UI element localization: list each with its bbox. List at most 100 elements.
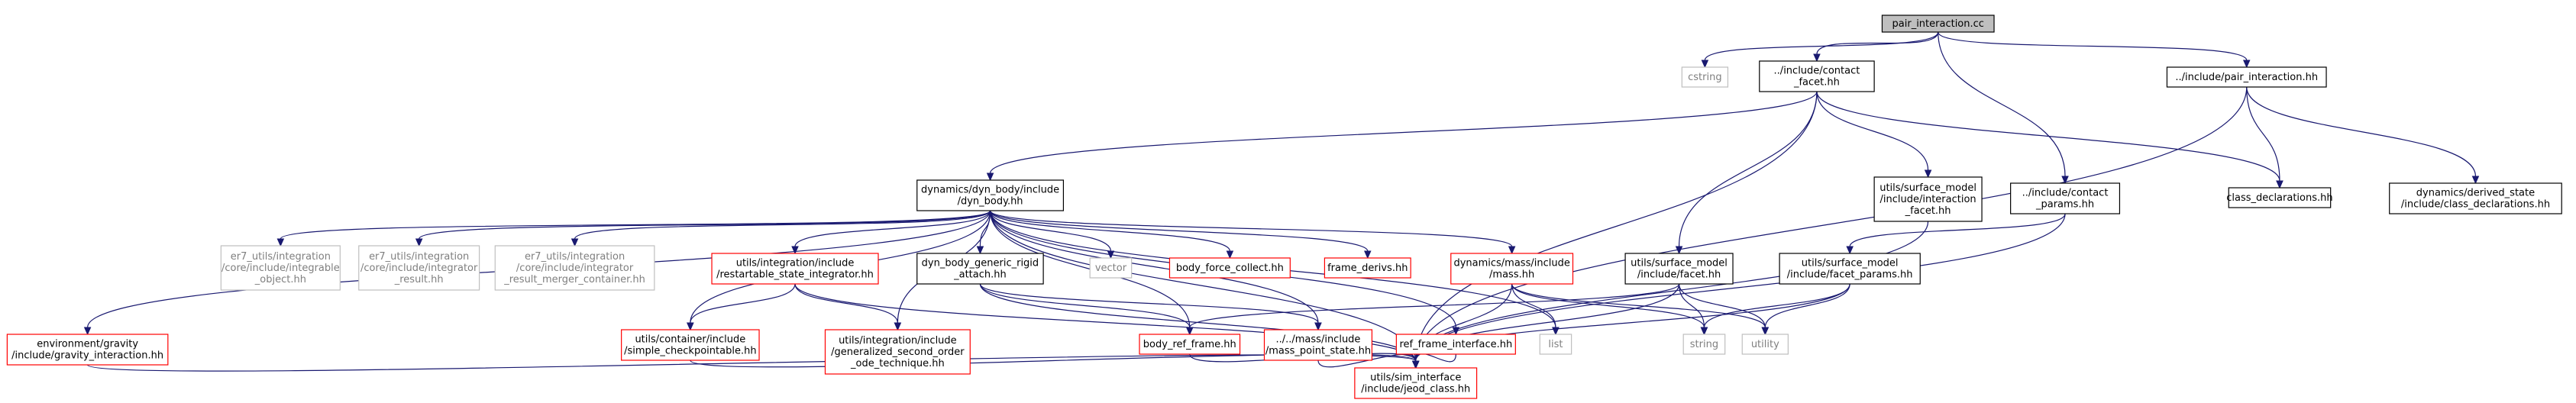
node-mass-point[interactable]: ../../mass/include/mass_point_state.hh xyxy=(1263,329,1373,361)
node-box xyxy=(1681,66,1729,88)
node-box xyxy=(916,179,1065,211)
edge-dyn_body-to-integrator_merger xyxy=(570,210,991,247)
node-frame-derivs[interactable]: frame_derivs.hh xyxy=(1324,257,1411,279)
node-box xyxy=(2166,66,2327,88)
node-facet-params[interactable]: utils/surface_model/include/facet_params… xyxy=(1779,253,1921,285)
edge-pair_interaction_cc-to-cstring xyxy=(1701,31,1939,69)
node-label-line: cstring xyxy=(1688,72,1721,83)
node-label-line: /simple_checkpointable.hh xyxy=(624,346,756,357)
node-label-line: frame_derivs.hh xyxy=(1327,263,1408,274)
edge-restartable-to-second_order xyxy=(794,283,902,331)
node-label-line: er7_utils/integration xyxy=(231,251,331,263)
node-label-line: /include/facet.hh xyxy=(1637,269,1721,281)
node-pair-interaction-cc[interactable]: pair_interaction.cc xyxy=(1881,15,1995,33)
node-label-line: ref_frame_interface.hh xyxy=(1399,339,1512,350)
node-box xyxy=(1682,334,1726,355)
edge-mass_hh-to-jeod_class xyxy=(1411,283,1513,369)
node-label-line: utils/integration/include xyxy=(736,258,855,269)
node-jeod-class[interactable]: utils/sim_interface/include/jeod_class.h… xyxy=(1354,367,1478,399)
node-integrator-result: er7_utils/integration/core/include/integ… xyxy=(358,245,480,291)
edge-pair_interaction_hh-to-derived_state xyxy=(2246,86,2480,185)
node-label-line: /include/interaction xyxy=(1879,194,1976,205)
node-label-line: dynamics/dyn_body/include xyxy=(921,185,1059,196)
node-box xyxy=(621,329,760,361)
node-label-line: body_ref_frame.hh xyxy=(1143,339,1236,350)
node-label-line: _object.hh xyxy=(254,274,306,285)
node-label-line: _facet.hh xyxy=(1905,205,1951,217)
node-label-line: ../../mass/include xyxy=(1275,334,1360,346)
edge-facet_hh-to-body_ref_frame xyxy=(1186,283,1680,336)
node-class-declarations[interactable]: class_declarations.hh xyxy=(2226,187,2333,208)
edge-contact_facet-to-dyn_body xyxy=(986,91,1818,182)
node-label-line: utility xyxy=(1751,339,1779,350)
node-rigid-attach[interactable]: dyn_body_generic_rigid_attach.hh xyxy=(916,253,1044,285)
edge-ref_frame_interface-to-jeod_class xyxy=(1411,353,1456,369)
node-utility: utility xyxy=(1741,334,1789,355)
node-box xyxy=(1881,15,1995,33)
edge-dyn_body-to-body_force xyxy=(989,210,1234,260)
node-derived-state[interactable]: dynamics/derived_state/include/class_dec… xyxy=(2389,182,2562,214)
node-contact-facet[interactable]: ../include/contact_facet.hh xyxy=(1759,60,1875,92)
edge-restartable-to-checkpointable xyxy=(687,283,796,331)
node-facet-hh[interactable]: utils/surface_model/include/facet.hh xyxy=(1624,253,1734,285)
edge-contact_facet-to-class_declarations xyxy=(1816,91,2283,189)
node-box xyxy=(916,253,1044,285)
node-label-line: _facet.hh xyxy=(1793,77,1840,89)
node-box xyxy=(2389,182,2562,214)
node-label-line: ../include/contact xyxy=(1774,66,1860,77)
node-label-line: /mass_point_state.hh xyxy=(1265,346,1371,357)
node-box xyxy=(1089,257,1133,279)
node-string: string xyxy=(1682,334,1726,355)
node-label-line: dynamics/derived_state xyxy=(2416,188,2535,199)
node-label-line: /generalized_second_order xyxy=(831,347,965,358)
node-label-line: _params.hh xyxy=(2035,199,2094,211)
node-box xyxy=(1354,367,1478,399)
node-box xyxy=(1759,60,1875,92)
edge-pair_interaction_cc-to-contact_params xyxy=(1938,31,2069,185)
node-contact-params[interactable]: ../include/contact_params.hh xyxy=(2010,182,2121,214)
edge-pair_interaction_hh-to-class_declarations xyxy=(2246,86,2283,189)
node-label-line: /mass.hh xyxy=(1489,269,1534,281)
node-pair-interaction-hh[interactable]: ../include/pair_interaction.hh xyxy=(2166,66,2327,88)
node-label-line: /core/include/integrable xyxy=(221,263,340,274)
node-box xyxy=(1324,257,1411,279)
node-restartable[interactable]: utils/integration/include/restartable_st… xyxy=(711,253,879,285)
node-body-ref-frame[interactable]: body_ref_frame.hh xyxy=(1139,334,1241,355)
node-label-line: /include/gravity_interaction.hh xyxy=(11,350,163,362)
node-body-force[interactable]: body_force_collect.hh xyxy=(1168,257,1291,279)
node-gravity[interactable]: environment/gravity/include/gravity_inte… xyxy=(6,334,169,366)
edge-rigid_attach-to-mass_point xyxy=(979,283,1322,331)
node-interaction-facet[interactable]: utils/surface_model/include/interaction_… xyxy=(1873,176,1983,222)
edge-dyn_body-to-mass_hh xyxy=(989,210,1516,255)
node-box xyxy=(2228,187,2332,208)
node-label-line: /dyn_body.hh xyxy=(958,196,1023,208)
node-box xyxy=(824,329,971,375)
node-box xyxy=(1624,253,1734,285)
node-label-line: _result.hh xyxy=(394,274,444,285)
node-mass-hh[interactable]: dynamics/mass/include/mass.hh xyxy=(1450,253,1574,285)
edge-facet_params-to-utility xyxy=(1761,283,1850,336)
node-label-line: _ode_technique.hh xyxy=(850,358,945,369)
node-cstring: cstring xyxy=(1681,66,1729,88)
node-label-line: /include/facet_params.hh xyxy=(1787,269,1913,281)
node-box xyxy=(1741,334,1789,355)
node-second-order[interactable]: utils/integration/include/generalized_se… xyxy=(824,329,971,375)
node-label-line: utils/surface_model xyxy=(1631,258,1728,269)
node-checkpointable[interactable]: utils/container/include/simple_checkpoin… xyxy=(621,329,760,361)
edge-pair_interaction_cc-to-contact_facet xyxy=(1813,31,1939,63)
node-label-line: _result_merger_container.hh xyxy=(503,274,645,285)
node-ref-frame-interface[interactable]: ref_frame_interface.hh xyxy=(1395,334,1516,355)
node-label-line: utils/container/include xyxy=(635,334,745,346)
node-label-line: er7_utils/integration xyxy=(369,251,469,263)
node-dyn-body[interactable]: dynamics/dyn_body/include/dyn_body.hh xyxy=(916,179,1065,211)
node-label-line: /include/jeod_class.hh xyxy=(1361,384,1470,395)
node-label-line: /restartable_state_integrator.hh xyxy=(716,269,874,281)
edge-rigid_attach-to-body_ref_frame xyxy=(979,283,1194,336)
node-box xyxy=(358,245,480,291)
edge-pair_interaction_cc-to-pair_interaction_hh xyxy=(1938,31,2251,69)
node-label-line: /core/include/integrator xyxy=(516,263,634,274)
node-label-line: _attach.hh xyxy=(953,269,1007,281)
node-box xyxy=(494,245,655,291)
